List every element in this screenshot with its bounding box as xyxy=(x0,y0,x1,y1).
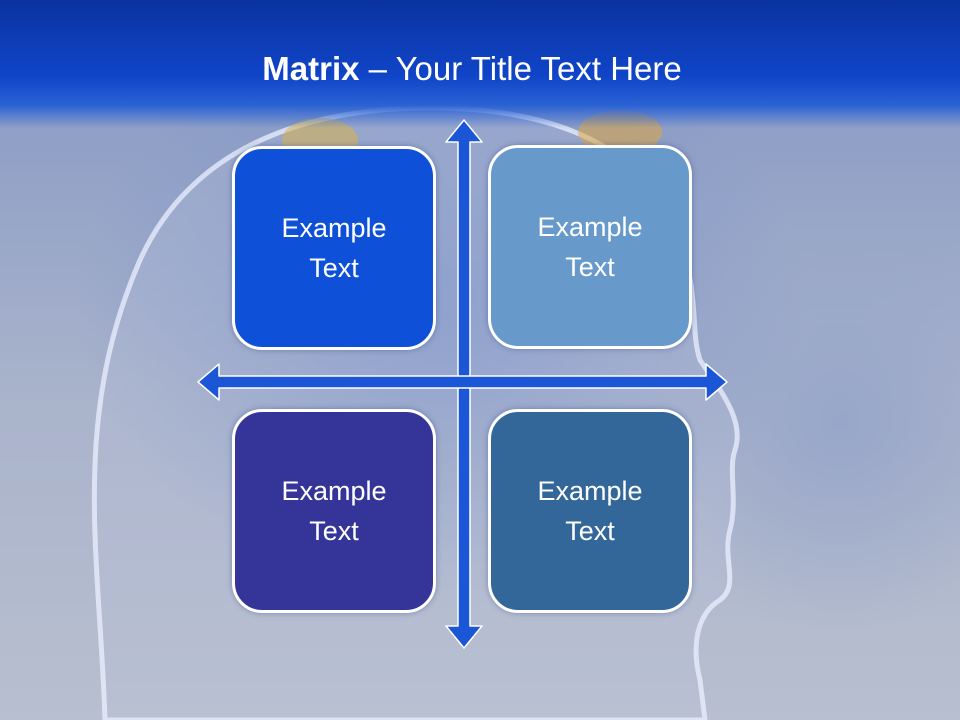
quadrant-bottom-right-text: Example Text xyxy=(537,476,643,546)
quadrant-top-right: Example Text xyxy=(488,145,692,349)
title-strong: Matrix xyxy=(262,50,360,87)
quadrant-bottom-left-text: Example Text xyxy=(281,476,387,546)
quadrant-top-left: Example Text xyxy=(232,146,436,350)
quadrant-top-left-text: Example Text xyxy=(281,213,387,283)
quadrant-bottom-right: Example Text xyxy=(488,409,692,613)
quadrant-bottom-left: Example Text xyxy=(232,409,436,613)
header-band xyxy=(0,0,960,128)
slide-title: Matrix – Your Title Text Here xyxy=(0,50,944,88)
horizontal-axis-arrow xyxy=(197,363,728,401)
title-rest: – Your Title Text Here xyxy=(359,50,682,87)
quadrant-top-right-text: Example Text xyxy=(537,212,643,282)
